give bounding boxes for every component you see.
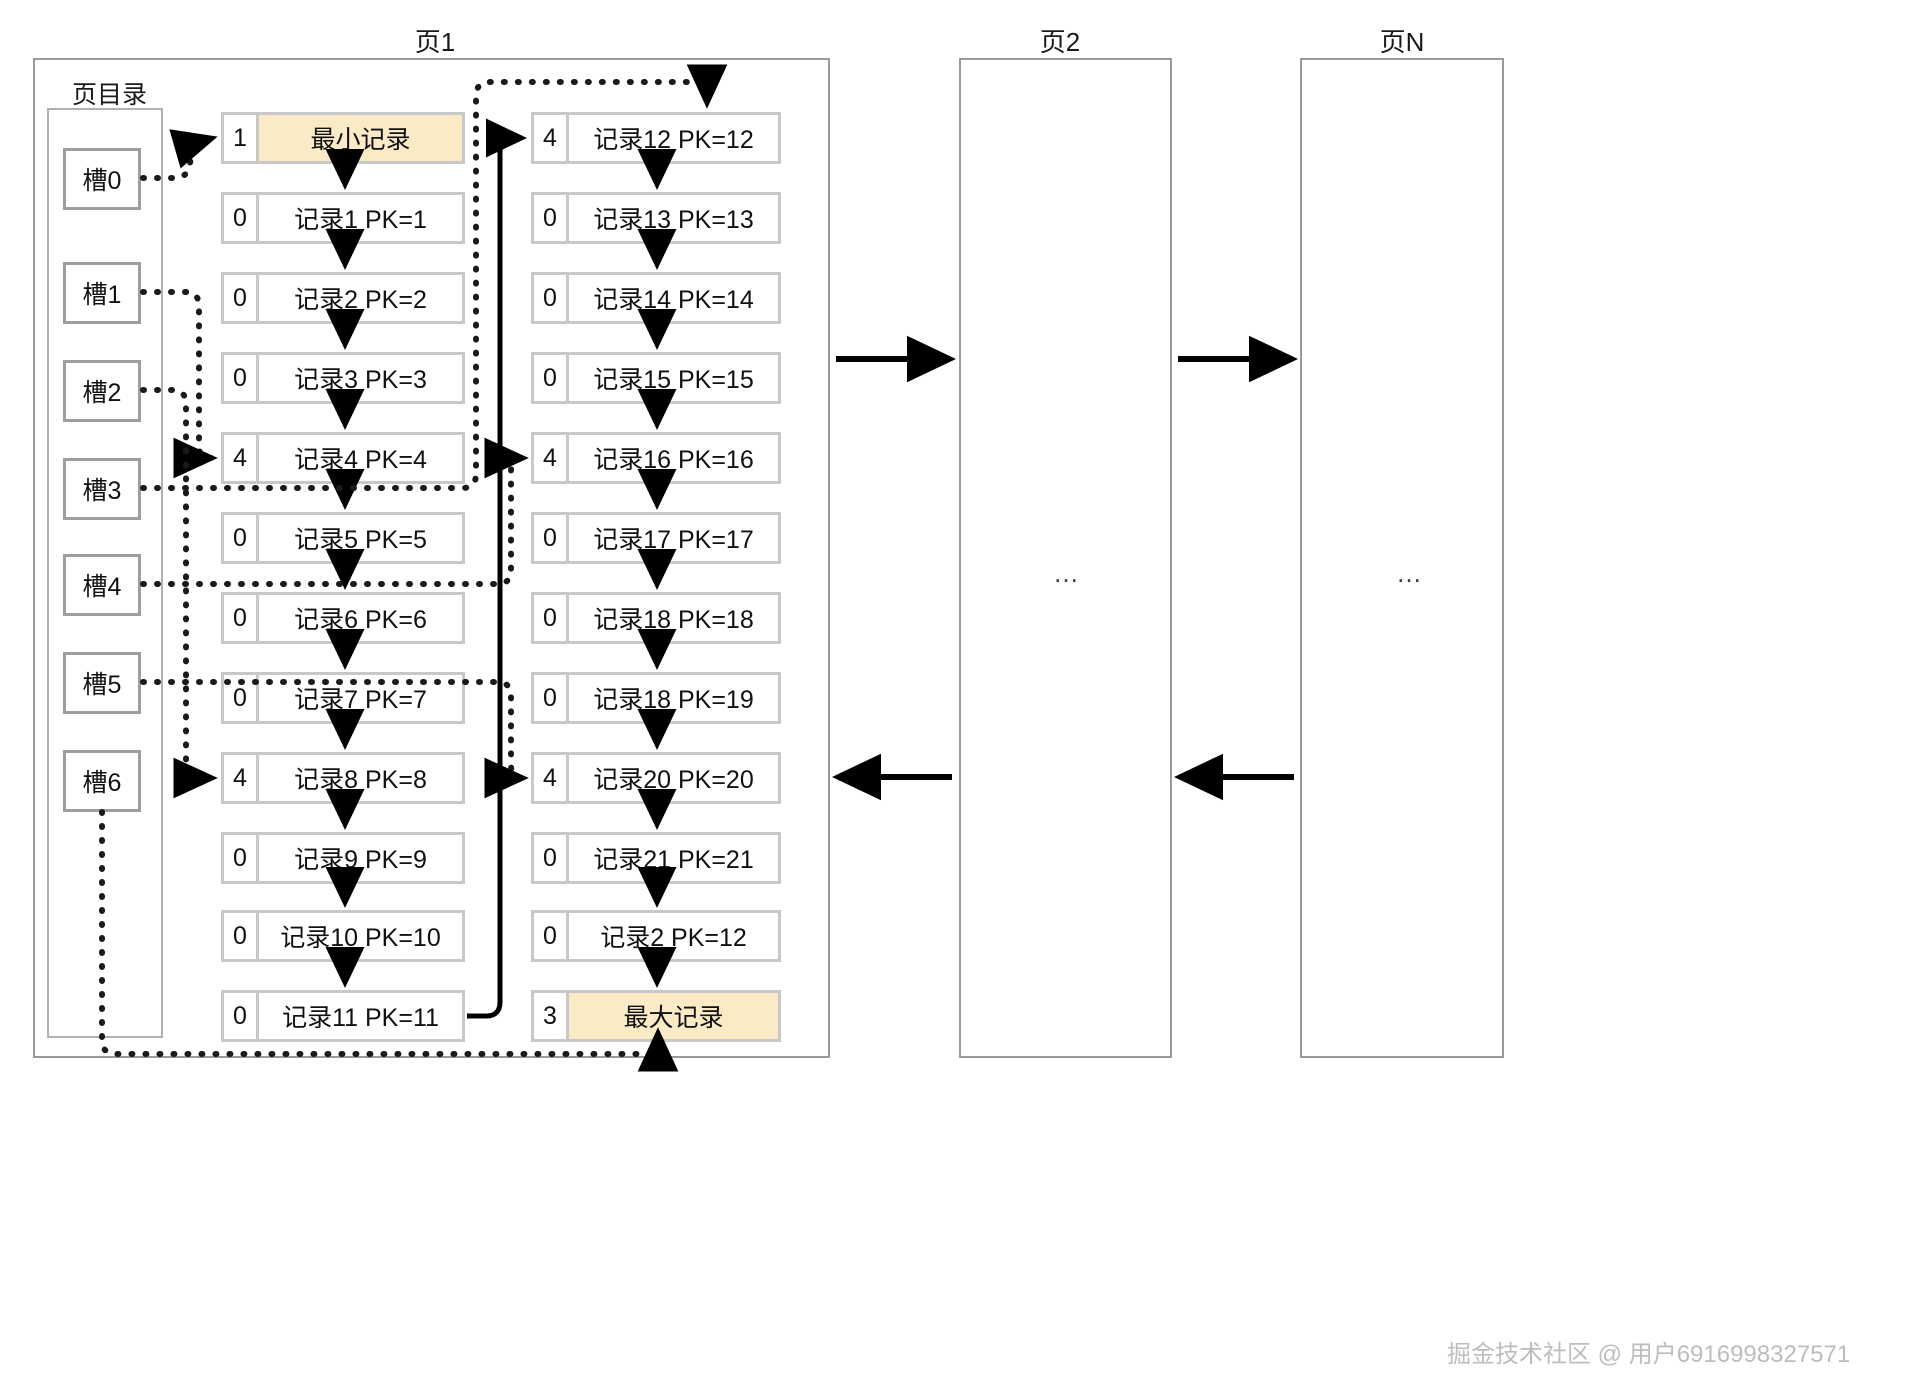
record-row[interactable]: 4 记录12 PK=12 xyxy=(531,112,781,164)
slot-1-label: 槽1 xyxy=(82,281,122,309)
record-owned: 0 xyxy=(221,832,259,884)
record-row[interactable]: 0 记录14 PK=14 xyxy=(531,272,781,324)
record-row[interactable]: 0 记录10 PK=10 xyxy=(221,910,465,962)
slot-6-label: 槽6 xyxy=(82,769,122,797)
record-label: 记录2 PK=2 xyxy=(259,272,465,324)
page2-ellipsis: … xyxy=(1053,558,1081,588)
record-owned: 4 xyxy=(531,112,569,164)
record-row[interactable]: 0 记录7 PK=7 xyxy=(221,672,465,724)
record-label: 记录15 PK=15 xyxy=(569,352,781,404)
record-row[interactable]: 0 记录18 PK=19 xyxy=(531,672,781,724)
record-label: 记录9 PK=9 xyxy=(259,832,465,884)
record-owned: 0 xyxy=(531,592,569,644)
page2-title: 页2 xyxy=(1039,27,1081,57)
record-row[interactable]: 0 记录2 PK=2 xyxy=(221,272,465,324)
slot-3-label: 槽3 xyxy=(82,477,122,505)
record-row[interactable]: 1 最小记录 xyxy=(221,112,465,164)
slot-5[interactable]: 槽5 xyxy=(63,652,141,714)
record-label: 记录20 PK=20 xyxy=(569,752,781,804)
record-label: 记录6 PK=6 xyxy=(259,592,465,644)
record-label: 记录18 PK=18 xyxy=(569,592,781,644)
record-row[interactable]: 0 记录21 PK=21 xyxy=(531,832,781,884)
slot-4[interactable]: 槽4 xyxy=(63,554,141,616)
record-label: 记录13 PK=13 xyxy=(569,192,781,244)
record-label: 记录4 PK=4 xyxy=(259,432,465,484)
record-owned: 0 xyxy=(221,512,259,564)
record-row[interactable]: 0 记录11 PK=11 xyxy=(221,990,465,1042)
record-label: 记录1 PK=1 xyxy=(259,192,465,244)
record-label: 记录17 PK=17 xyxy=(569,512,781,564)
record-row[interactable]: 4 记录16 PK=16 xyxy=(531,432,781,484)
record-label: 记录8 PK=8 xyxy=(259,752,465,804)
record-row[interactable]: 0 记录3 PK=3 xyxy=(221,352,465,404)
record-owned: 3 xyxy=(531,990,569,1042)
slot-2[interactable]: 槽2 xyxy=(63,360,141,422)
record-label: 最大记录 xyxy=(569,990,781,1042)
record-row[interactable]: 0 记录6 PK=6 xyxy=(221,592,465,644)
record-label: 记录12 PK=12 xyxy=(569,112,781,164)
record-row[interactable]: 4 记录8 PK=8 xyxy=(221,752,465,804)
page2-frame xyxy=(959,58,1172,1058)
slot-6[interactable]: 槽6 xyxy=(63,750,141,812)
record-owned: 1 xyxy=(221,112,259,164)
record-label: 记录7 PK=7 xyxy=(259,672,465,724)
record-row[interactable]: 0 记录9 PK=9 xyxy=(221,832,465,884)
record-label: 记录2 PK=12 xyxy=(569,910,781,962)
record-row[interactable]: 4 记录4 PK=4 xyxy=(221,432,465,484)
slot-3[interactable]: 槽3 xyxy=(63,458,141,520)
page-directory-label: 页目录 xyxy=(72,81,148,109)
record-label: 记录16 PK=16 xyxy=(569,432,781,484)
slot-0[interactable]: 槽0 xyxy=(63,148,141,210)
record-owned: 0 xyxy=(531,910,569,962)
record-owned: 0 xyxy=(221,192,259,244)
record-row[interactable]: 0 记录1 PK=1 xyxy=(221,192,465,244)
record-owned: 0 xyxy=(531,352,569,404)
record-label: 记录18 PK=19 xyxy=(569,672,781,724)
record-owned: 4 xyxy=(531,752,569,804)
record-owned: 4 xyxy=(221,752,259,804)
record-row[interactable]: 3 最大记录 xyxy=(531,990,781,1042)
record-row[interactable]: 0 记录15 PK=15 xyxy=(531,352,781,404)
record-row[interactable]: 4 记录20 PK=20 xyxy=(531,752,781,804)
record-owned: 0 xyxy=(221,672,259,724)
record-row[interactable]: 0 记录13 PK=13 xyxy=(531,192,781,244)
slot-0-label: 槽0 xyxy=(82,167,122,195)
record-label: 记录14 PK=14 xyxy=(569,272,781,324)
pageN-ellipsis: … xyxy=(1396,558,1424,588)
record-owned: 0 xyxy=(221,990,259,1042)
watermark: 掘金技术社区 @ 用户6916998327571 xyxy=(1447,1341,1851,1368)
page1-title: 页1 xyxy=(414,27,456,57)
record-owned: 0 xyxy=(221,272,259,324)
slot-2-label: 槽2 xyxy=(82,379,122,407)
record-owned: 0 xyxy=(221,910,259,962)
record-row[interactable]: 0 记录5 PK=5 xyxy=(221,512,465,564)
record-label: 记录10 PK=10 xyxy=(259,910,465,962)
record-owned: 0 xyxy=(531,832,569,884)
record-row[interactable]: 0 记录2 PK=12 xyxy=(531,910,781,962)
pageN-frame xyxy=(1300,58,1504,1058)
record-label: 记录11 PK=11 xyxy=(259,990,465,1042)
record-owned: 0 xyxy=(531,272,569,324)
record-owned: 0 xyxy=(221,352,259,404)
record-row[interactable]: 0 记录17 PK=17 xyxy=(531,512,781,564)
record-owned: 4 xyxy=(221,432,259,484)
slot-1[interactable]: 槽1 xyxy=(63,262,141,324)
record-row[interactable]: 0 记录18 PK=18 xyxy=(531,592,781,644)
record-owned: 4 xyxy=(531,432,569,484)
slot-5-label: 槽5 xyxy=(82,671,122,699)
record-owned: 0 xyxy=(531,192,569,244)
record-label: 最小记录 xyxy=(259,112,465,164)
slot-4-label: 槽4 xyxy=(82,573,122,601)
record-label: 记录21 PK=21 xyxy=(569,832,781,884)
record-owned: 0 xyxy=(221,592,259,644)
record-label: 记录5 PK=5 xyxy=(259,512,465,564)
record-label: 记录3 PK=3 xyxy=(259,352,465,404)
record-owned: 0 xyxy=(531,672,569,724)
pageN-title: 页N xyxy=(1379,27,1425,57)
record-owned: 0 xyxy=(531,512,569,564)
